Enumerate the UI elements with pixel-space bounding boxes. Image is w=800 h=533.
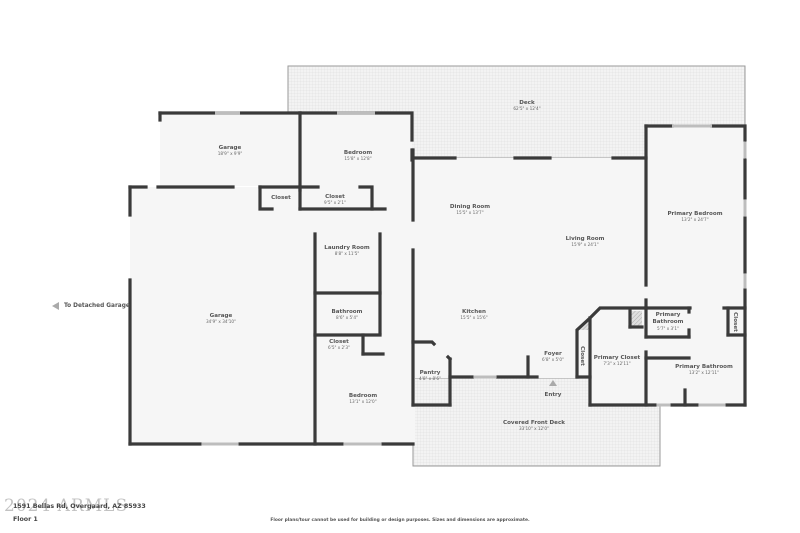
- entry-label: Entry: [545, 392, 562, 398]
- room-dim-primary-bathroom-small: 5'7" x 3'1": [657, 326, 679, 331]
- room-dim-garage-small: 18'9" x 9'9": [218, 151, 243, 156]
- detached-garage-label: To Detached Garage: [64, 303, 130, 309]
- room-labels: Garage 18'9" x 9'9" Bedroom 15'8" x 12'8…: [206, 100, 738, 431]
- room-label-primary-bedroom: Primary Bedroom: [667, 211, 722, 217]
- room-label-closet-foyer: Closet: [579, 346, 585, 366]
- room-label-garage-main: Garage: [210, 313, 233, 319]
- arrow-left-icon: [52, 302, 59, 310]
- room-dim-primary-bedroom: 13'2" x 24'7": [681, 217, 708, 222]
- room-dim-bedroom-south: 13'1" x 12'0": [349, 399, 376, 404]
- room-label-primary-bathroom-small-2: Bathroom: [653, 319, 684, 325]
- walls: [128, 111, 747, 446]
- room-label-bathroom: Bathroom: [332, 309, 363, 315]
- room-label-closet-bedroom: Closet: [325, 194, 345, 200]
- room-label-bedroom-north: Bedroom: [344, 150, 373, 156]
- room-dim-primary-bathroom: 13'2" x 12'11": [689, 370, 719, 375]
- watermark: 2024 ARMLS: [4, 496, 129, 516]
- room-label-foyer: Foyer: [544, 351, 562, 357]
- room-dim-laundry-room: 8'8" x 11'5": [335, 251, 360, 256]
- room-label-deck: Deck: [519, 100, 535, 106]
- room-label-primary-bathroom: Primary Bathroom: [675, 364, 733, 370]
- room-label-primary-closet: Primary Closet: [594, 355, 641, 361]
- room-dim-dining-room: 15'5" x 13'7": [456, 210, 483, 215]
- room-label-dining-room: Dining Room: [450, 204, 490, 210]
- floor-label: Floor 1: [13, 516, 38, 523]
- room-label-bedroom-south: Bedroom: [349, 393, 378, 399]
- room-label-garage-small: Garage: [219, 145, 242, 151]
- entry-arrow-icon: [549, 380, 557, 386]
- property-address: 1591 Bellas Rd, Overgaard, AZ 85933: [13, 503, 146, 510]
- room-label-kitchen: Kitchen: [462, 309, 486, 315]
- room-dim-deck: 62'5" x 12'4": [513, 106, 540, 111]
- primary-closet-hatch: [630, 311, 642, 327]
- room-dim-closet-hall: 6'5" x 2'3": [328, 345, 350, 350]
- room-label-closet-garage: Closet: [271, 195, 291, 201]
- room-dim-pantry: 4'8" x 8'6": [419, 376, 441, 381]
- room-dim-bathroom: 8'6" x 5'4": [336, 315, 358, 320]
- room-label-closet-hall: Closet: [329, 339, 349, 345]
- room-label-covered-front-deck: Covered Front Deck: [503, 420, 565, 426]
- room-label-closet-primary: Closet: [732, 312, 738, 332]
- room-dim-covered-front-deck: 33'10" x 12'0": [519, 426, 549, 431]
- windows: [202, 111, 747, 446]
- room-label-laundry-room: Laundry Room: [324, 245, 370, 251]
- detached-garage-link: To Detached Garage: [52, 302, 130, 310]
- room-dim-garage-main: 34'9" x 34'10": [206, 319, 236, 324]
- room-label-primary-bathroom-small-1: Primary: [656, 312, 681, 318]
- room-dim-closet-bedroom: 9'5" x 2'1": [324, 200, 346, 205]
- room-dim-foyer: 6'8" x 5'0": [542, 357, 564, 362]
- room-label-living-room: Living Room: [566, 236, 605, 242]
- room-label-pantry: Pantry: [420, 370, 441, 376]
- room-dim-living-room: 15'9" x 24'1": [571, 242, 598, 247]
- room-dim-primary-closet: 7'3" x 12'11": [603, 361, 630, 366]
- disclaimer: Floor plans/tour cannot be used for buil…: [270, 518, 530, 523]
- room-fills: [130, 113, 745, 444]
- room-dim-bedroom-north: 15'8" x 12'8": [344, 156, 371, 161]
- room-dim-kitchen: 15'5" x 15'6": [460, 315, 487, 320]
